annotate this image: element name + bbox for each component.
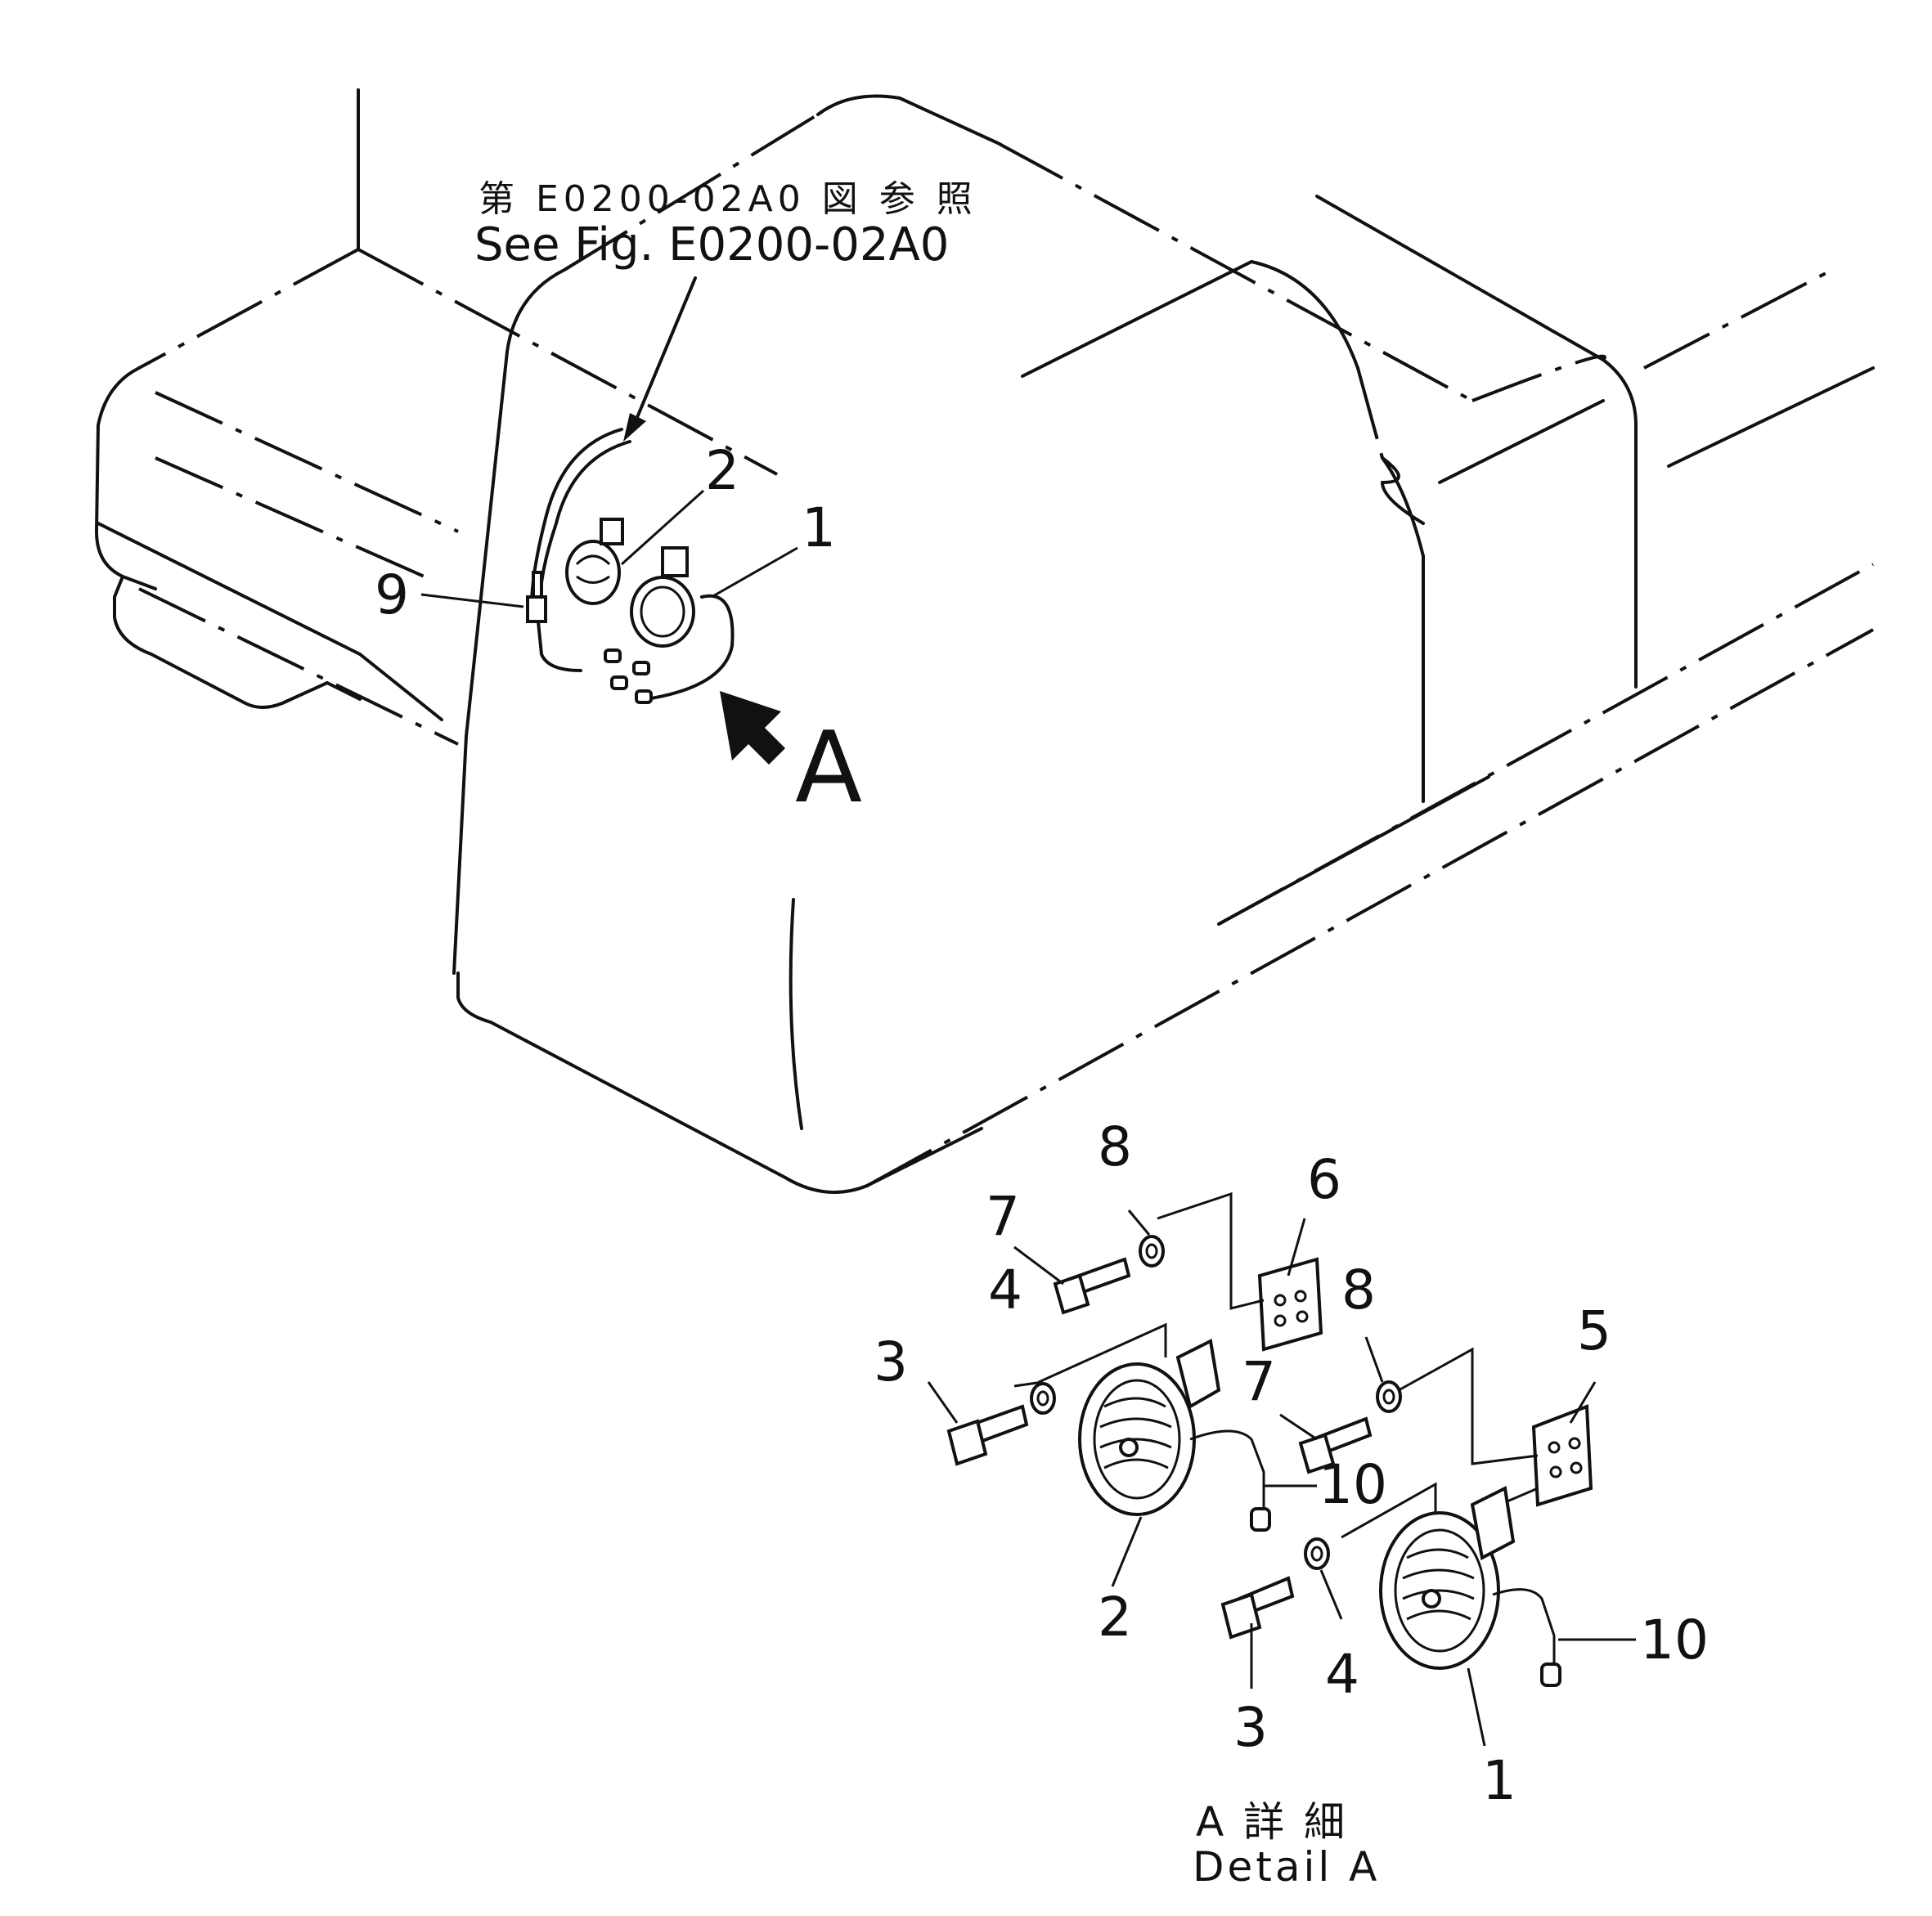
detail-en-text: Detail A — [1193, 1843, 1380, 1891]
callout-8-lower: 8 — [1341, 1259, 1376, 1321]
view-a-arrow-icon — [720, 691, 785, 765]
bolt-3-lower — [1220, 1576, 1295, 1640]
callout-10-upper: 10 — [1319, 1453, 1387, 1516]
reference-jp-text: 第 E0200-02A0 図 参 照 — [479, 178, 977, 220]
installed-horn-assembly — [526, 428, 735, 704]
view-a-label: A — [795, 711, 862, 825]
callout-10-lower: 10 — [1640, 1609, 1709, 1671]
leader-lines — [420, 489, 1636, 1747]
callout-4-lower: 4 — [1325, 1643, 1359, 1706]
callout-7-lower: 7 — [1242, 1350, 1276, 1413]
bolt-7-upper — [1053, 1257, 1131, 1315]
detail-jp-text: A 詳 細 — [1196, 1798, 1348, 1846]
horn-1-exploded — [1379, 1485, 1561, 1687]
horn-2-exploded — [1078, 1339, 1271, 1532]
callout-3-upper: 3 — [874, 1330, 908, 1393]
callout-2-lower: 2 — [1098, 1586, 1132, 1649]
machine-body — [95, 88, 1875, 1194]
reference-en-text: See Fig. E0200-02A0 — [474, 218, 949, 271]
callout-2-top: 2 — [705, 439, 739, 502]
callout-4-upper: 4 — [988, 1259, 1022, 1321]
callout-1-top: 1 — [802, 496, 836, 559]
callout-6: 6 — [1307, 1148, 1341, 1211]
bolt-3-left — [946, 1404, 1029, 1466]
callout-7-upper: 7 — [986, 1185, 1020, 1248]
bolt-7-lower — [1298, 1416, 1373, 1474]
callout-8-upper: 8 — [1098, 1115, 1132, 1178]
callout-5: 5 — [1577, 1299, 1611, 1362]
callout-9: 9 — [375, 563, 409, 626]
reference-arrow — [623, 276, 697, 442]
detail-a-exploded-view — [946, 1191, 1593, 1687]
callout-3-lower: 3 — [1233, 1696, 1268, 1759]
callout-1-lower: 1 — [1482, 1749, 1516, 1812]
